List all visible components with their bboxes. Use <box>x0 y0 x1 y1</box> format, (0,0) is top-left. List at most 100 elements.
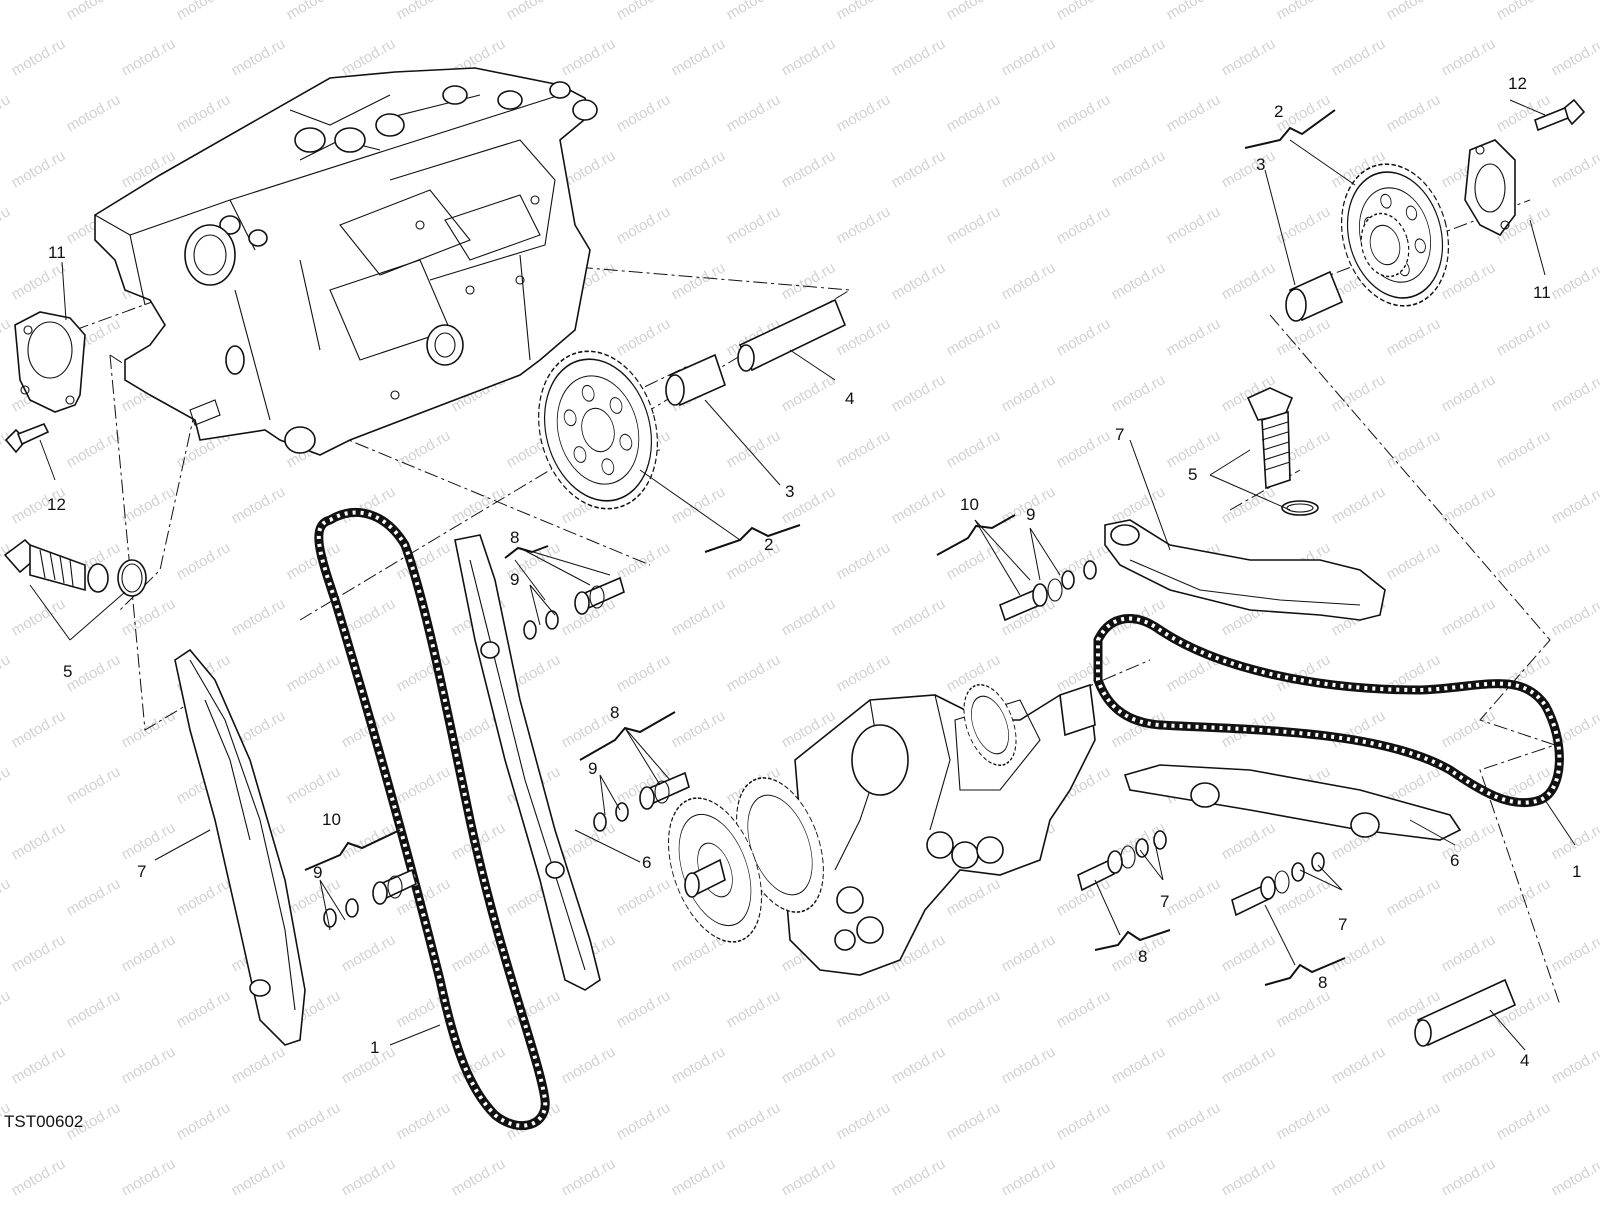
watermark-text: motod.ru <box>614 0 674 23</box>
watermark-text: motod.ru <box>669 259 729 303</box>
watermark-text: motod.ru <box>614 987 674 1031</box>
watermark-text: motod.ru <box>889 1155 949 1199</box>
watermark-text: motod.ru <box>1549 595 1600 639</box>
watermark-text: motod.ru <box>64 0 124 23</box>
watermark-text: motod.ru <box>1494 91 1554 135</box>
callout-11-right: 11 <box>1533 283 1551 302</box>
watermark-text: motod.ru <box>9 595 69 639</box>
watermark-text: motod.ru <box>229 35 289 79</box>
callout-1-left: 1 <box>370 1038 379 1057</box>
watermark-text: motod.ru <box>1054 0 1114 23</box>
watermark-text: motod.ru <box>724 427 784 471</box>
watermark-text: motod.ru <box>1549 1043 1600 1087</box>
watermark-text: motod.ru <box>1054 427 1114 471</box>
watermark-text: motod.ru <box>1439 707 1499 751</box>
watermark-text: motod.ru <box>1549 35 1600 79</box>
watermark-text: motod.ru <box>999 35 1059 79</box>
watermark-text: motod.ru <box>1384 427 1444 471</box>
watermark-text: motod.ru <box>9 707 69 751</box>
watermark-text: motod.ru <box>9 819 69 863</box>
watermark-text: motod.ru <box>64 763 124 807</box>
watermark-text: motod.ru <box>614 875 674 919</box>
watermark-text: motod.ru <box>669 595 729 639</box>
watermark-text: motod.ru <box>1494 0 1554 23</box>
watermark-text: motod.ru <box>1549 483 1600 527</box>
callout-2-right: 2 <box>1274 102 1283 121</box>
watermark-text: motod.ru <box>834 651 894 695</box>
cylinder-head <box>95 68 597 455</box>
watermark-text: motod.ru <box>559 819 619 863</box>
watermark-text: motod.ru <box>724 0 784 23</box>
watermark-text: motod.ru <box>1274 1099 1334 1143</box>
watermark-text: motod.ru <box>1164 203 1224 247</box>
callout-9-left-low: 9 <box>313 863 322 882</box>
callout-12-left: 12 <box>47 495 66 514</box>
watermark-text: motod.ru <box>724 1099 784 1143</box>
watermark-text: motod.ru <box>0 91 13 135</box>
watermark-text: motod.ru <box>64 91 124 135</box>
watermark-text: motod.ru <box>9 147 69 191</box>
callout-5-right: 5 <box>1188 465 1197 484</box>
callout-9-right: 9 <box>1026 505 1035 524</box>
watermark-text: motod.ru <box>724 91 784 135</box>
watermark-text: motod.ru <box>889 371 949 415</box>
watermark-text: motod.ru <box>1219 931 1279 975</box>
watermark-text: motod.ru <box>1549 819 1600 863</box>
watermark-text: motod.ru <box>1329 1155 1389 1199</box>
watermark-text: motod.ru <box>0 875 13 919</box>
watermark-text: motod.ru <box>119 1155 179 1199</box>
watermark-text: motod.ru <box>559 1155 619 1199</box>
callout-10-left: 10 <box>322 810 341 829</box>
watermark-text: motod.ru <box>174 539 234 583</box>
watermark-text: motod.ru <box>1439 371 1499 415</box>
callout-4-left: 4 <box>845 389 854 408</box>
watermark-text: motod.ru <box>1164 1099 1224 1143</box>
watermark-text: motod.ru <box>889 259 949 303</box>
watermark-text: motod.ru <box>614 203 674 247</box>
left-tensioner-shoe <box>175 650 305 1045</box>
watermark-text: motod.ru <box>0 987 13 1031</box>
watermark-text: motod.ru <box>9 259 69 303</box>
watermark-text: motod.ru <box>1439 35 1499 79</box>
callout-4-right: 4 <box>1520 1051 1529 1070</box>
watermark-text: motod.ru <box>1054 315 1114 359</box>
watermark-text: motod.ru <box>614 1099 674 1143</box>
watermark-text: motod.ru <box>614 539 674 583</box>
callout-12-right: 12 <box>1508 74 1527 93</box>
watermark-text: motod.ru <box>119 819 179 863</box>
watermark-text: motod.ru <box>614 91 674 135</box>
watermark-text: motod.ru <box>394 427 454 471</box>
watermark-text: motod.ru <box>779 259 839 303</box>
watermark-text: motod.ru <box>0 763 13 807</box>
watermark-text: motod.ru <box>1274 987 1334 1031</box>
watermark-text: motod.ru <box>779 371 839 415</box>
left-bushing <box>666 355 725 405</box>
watermark-text: motod.ru <box>999 259 1059 303</box>
watermark-text: motod.ru <box>1384 539 1444 583</box>
watermark-text: motod.ru <box>1164 987 1224 1031</box>
watermark-text: motod.ru <box>779 147 839 191</box>
watermark-text: motod.ru <box>944 91 1004 135</box>
watermark-text: motod.ru <box>724 539 784 583</box>
watermark-text: motod.ru <box>9 1043 69 1087</box>
watermark-text: motod.ru <box>724 203 784 247</box>
watermark-text: motod.ru <box>889 483 949 527</box>
watermark-text: motod.ru <box>1054 91 1114 135</box>
callout-10-right: 10 <box>960 495 979 514</box>
watermark-text: motod.ru <box>1549 259 1600 303</box>
watermark-text: motod.ru <box>944 203 1004 247</box>
watermark-text: motod.ru <box>614 651 674 695</box>
watermark-text: motod.ru <box>1219 259 1279 303</box>
watermark-text: motod.ru <box>174 1099 234 1143</box>
watermark-text: motod.ru <box>1219 819 1279 863</box>
watermark-text: motod.ru <box>724 987 784 1031</box>
watermark-text: motod.ru <box>1109 371 1169 415</box>
watermark-text: motod.ru <box>119 1043 179 1087</box>
callout-8-left-up: 8 <box>510 528 519 547</box>
watermark-text: motod.ru <box>779 1155 839 1199</box>
watermark-text: motod.ru <box>1384 875 1444 919</box>
watermark-text: motod.ru <box>1384 315 1444 359</box>
watermark-text: motod.ru <box>0 0 13 23</box>
